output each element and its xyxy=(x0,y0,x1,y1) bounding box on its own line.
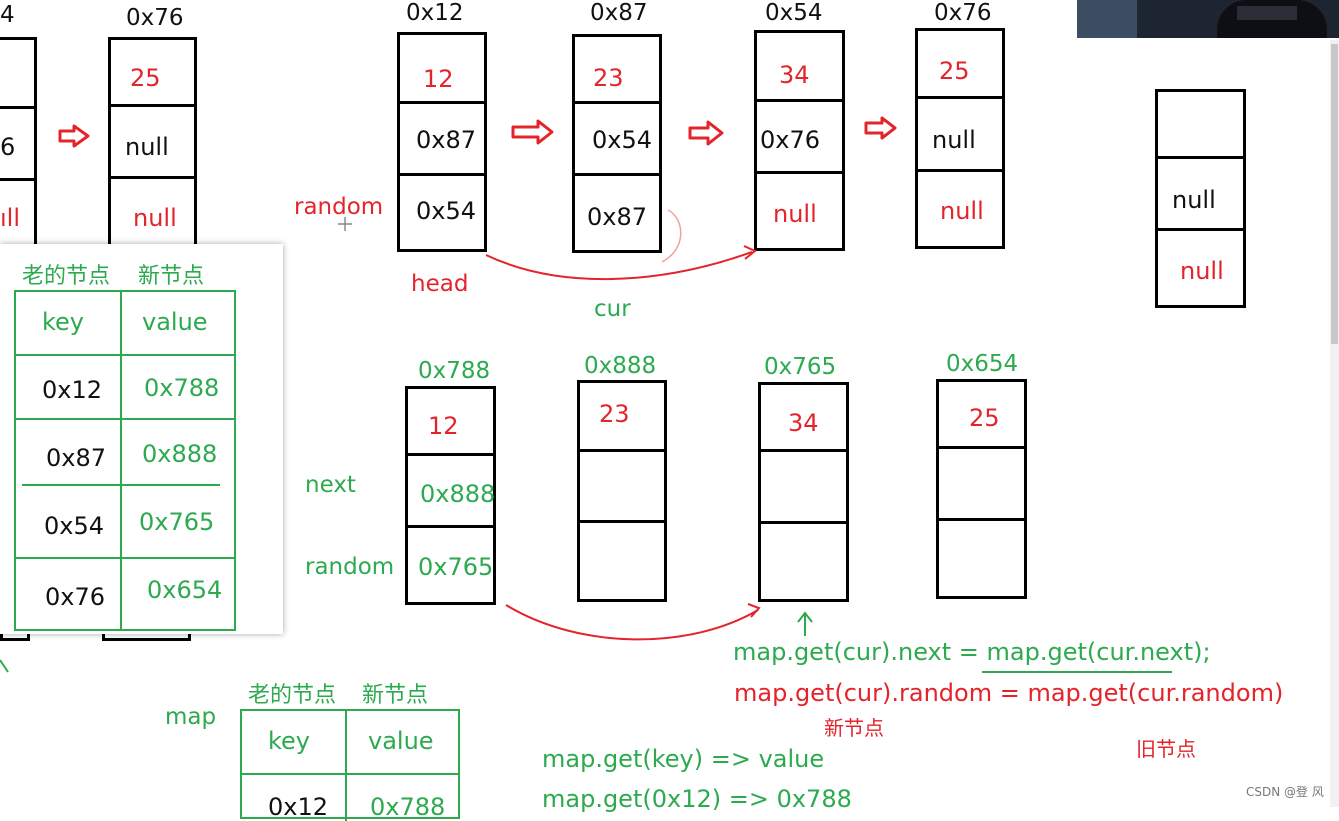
arrowhead-icon xyxy=(743,245,757,260)
row-value: 0x765 xyxy=(139,508,215,536)
cur-label: cur xyxy=(594,296,631,322)
random-pointer-curve xyxy=(505,604,759,641)
node-address: 0x12 xyxy=(406,0,464,26)
right-arrow-icon xyxy=(864,116,897,140)
node-val: 12 xyxy=(423,65,454,93)
note-new-node: 新节点 xyxy=(824,716,884,740)
next-label: next xyxy=(305,472,356,498)
code-line-next: map.get(cur).next = map.get(cur.next); xyxy=(733,638,1211,666)
node-random: 0x87 xyxy=(587,203,648,231)
squiggle-mark xyxy=(661,209,682,263)
code-line-example: map.get(0x12) => 0x788 xyxy=(542,785,852,813)
new-node-val: 25 xyxy=(969,404,1000,432)
right-arrow-icon xyxy=(58,124,90,148)
row-value: 0x888 xyxy=(142,440,218,468)
new-node-0x888 xyxy=(577,380,667,602)
hashmap-table: key value 0x12 0x788 0x87 0x888 0x54 0x7… xyxy=(14,290,236,631)
extra-node xyxy=(1155,89,1246,308)
col-key: key xyxy=(268,727,311,755)
partial-node-random: ıll xyxy=(0,204,21,232)
note-old-node: 旧节点 xyxy=(1136,737,1196,761)
col-value: value xyxy=(368,727,434,755)
linked-node-0x87 xyxy=(572,34,662,253)
watermark: CSDN @登 风 xyxy=(1246,785,1324,799)
row-value: 0x654 xyxy=(147,576,223,604)
hashmap-popup: 老的节点 新节点 key value 0x12 0x788 0x87 0x888… xyxy=(0,244,283,634)
new-node-0x654 xyxy=(936,379,1027,599)
new-node-next: 0x888 xyxy=(420,480,496,508)
node-random: null xyxy=(940,197,984,225)
row-key: 0x87 xyxy=(46,444,107,472)
new-node-0x788 xyxy=(405,386,496,605)
arrowhead-icon xyxy=(747,603,761,618)
random-pointer-curve xyxy=(485,251,753,281)
extra-node-next: null xyxy=(1172,186,1216,214)
node-next: 0x76 xyxy=(760,126,821,154)
new-node-random: 0x765 xyxy=(418,553,494,581)
head-label: head xyxy=(411,271,469,297)
random-label-bottom: random xyxy=(305,554,395,580)
code-line-random: map.get(cur).random = map.get(cur.random… xyxy=(734,679,1284,707)
linked-node-0x12 xyxy=(397,32,487,252)
node-address: 0x54 xyxy=(765,0,823,26)
hidden-node-edge xyxy=(102,634,191,641)
node-next: null xyxy=(932,126,976,154)
cursor-cross-icon xyxy=(338,217,352,231)
col-key: key xyxy=(42,308,85,336)
partial-node-next: 6 xyxy=(0,133,16,161)
map-heading-old: 老的节点 xyxy=(248,683,337,708)
node-val: 25 xyxy=(939,57,970,85)
random-label: random xyxy=(294,194,384,220)
new-node-0x765 xyxy=(758,382,849,602)
node-next: 0x54 xyxy=(592,126,653,154)
new-node-val: 12 xyxy=(428,412,459,440)
node-address: 0x76 xyxy=(126,5,184,31)
node-random: 0x54 xyxy=(416,197,477,225)
row-value: 0x788 xyxy=(144,374,220,402)
row-key: 0x12 xyxy=(268,793,329,821)
map-table: key value 0x12 0x788 xyxy=(240,709,460,821)
right-arrow-icon xyxy=(511,119,554,145)
map-heading-new: 新节点 xyxy=(362,683,429,708)
node-val: 25 xyxy=(130,64,161,92)
new-node-address: 0x765 xyxy=(764,354,837,380)
extra-node-random: null xyxy=(1180,257,1224,285)
row-key: 0x12 xyxy=(42,376,103,404)
node-random: null xyxy=(773,200,817,228)
node-val: 23 xyxy=(593,64,624,92)
scrollbar-track xyxy=(1330,40,1339,807)
map-label: map xyxy=(165,704,217,730)
row-key: 0x54 xyxy=(44,512,105,540)
right-arrow-icon xyxy=(688,120,724,146)
node-random: null xyxy=(133,204,177,232)
partial-address: 4 xyxy=(0,2,15,28)
table-heading-old: 老的节点 xyxy=(22,264,111,289)
up-arrow-icon xyxy=(797,611,813,636)
hidden-node-edge xyxy=(0,634,30,641)
node-address: 0x87 xyxy=(590,0,648,26)
table-heading-new: 新节点 xyxy=(138,264,205,289)
new-node-address: 0x888 xyxy=(584,353,657,379)
linked-node-0x54 xyxy=(754,30,845,251)
node-val: 34 xyxy=(779,61,810,89)
linked-node-0x76 xyxy=(915,28,1005,249)
row-key: 0x76 xyxy=(45,583,106,611)
new-node-val: 34 xyxy=(788,409,819,437)
node-next: null xyxy=(125,133,169,161)
node-next: 0x87 xyxy=(416,126,477,154)
row-value: 0x788 xyxy=(370,793,446,821)
webcam-thumbnail xyxy=(1077,0,1339,38)
tiny-mark xyxy=(0,659,9,673)
new-node-address: 0x788 xyxy=(418,358,491,384)
col-value: value xyxy=(142,308,208,336)
node-address: 0x76 xyxy=(934,0,992,26)
scrollbar-thumb xyxy=(1331,44,1338,344)
new-node-val: 23 xyxy=(599,400,630,428)
new-node-address: 0x654 xyxy=(946,351,1019,377)
code-line-get: map.get(key) => value xyxy=(542,745,825,773)
